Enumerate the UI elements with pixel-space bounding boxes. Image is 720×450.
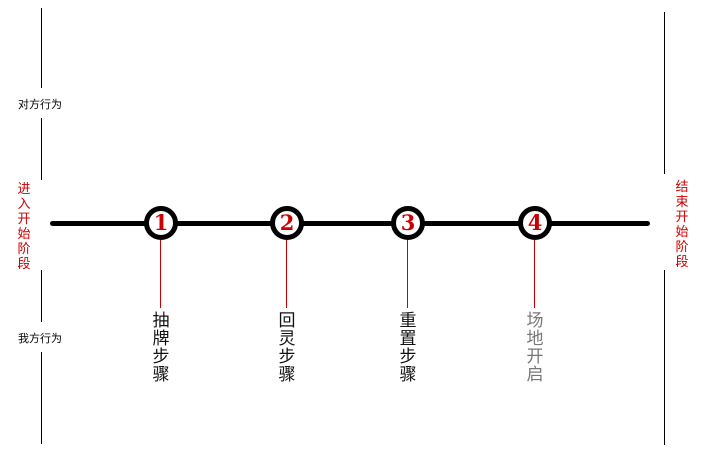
step-label-spirit: 回灵步骤 — [278, 311, 296, 385]
step-node-2: 2 — [270, 206, 304, 240]
step-connector-4 — [534, 240, 535, 308]
step-number-2: 2 — [279, 210, 295, 235]
step-node-3: 3 — [391, 206, 425, 240]
enter-start-phase-label: 进入开始阶段 — [17, 182, 31, 272]
step-number-1: 1 — [153, 210, 169, 235]
opponent-action-label: 对方行为 — [18, 98, 62, 111]
step-connector-3 — [407, 240, 408, 308]
left-boundary-line-top — [41, 8, 42, 88]
step-number-3: 3 — [400, 210, 416, 235]
right-boundary-line-top — [664, 12, 665, 174]
end-start-phase-label: 结束开始阶段 — [675, 180, 689, 270]
step-label-draw: 抽牌步骤 — [152, 311, 170, 385]
right-boundary-line-bottom — [664, 270, 665, 445]
step-connector-2 — [286, 240, 287, 308]
timeline-bar — [50, 221, 650, 226]
step-connector-1 — [160, 240, 161, 308]
left-boundary-line-mid-upper — [41, 118, 42, 180]
left-boundary-line-bottom — [41, 352, 42, 444]
step-node-4: 4 — [518, 206, 552, 240]
step-number-4: 4 — [527, 210, 543, 235]
step-node-1: 1 — [144, 206, 178, 240]
my-action-label: 我方行为 — [18, 332, 62, 345]
step-label-reset: 重置步骤 — [399, 311, 417, 385]
left-boundary-line-mid-lower — [41, 270, 42, 322]
step-label-field-open: 场地开启 — [526, 311, 544, 385]
